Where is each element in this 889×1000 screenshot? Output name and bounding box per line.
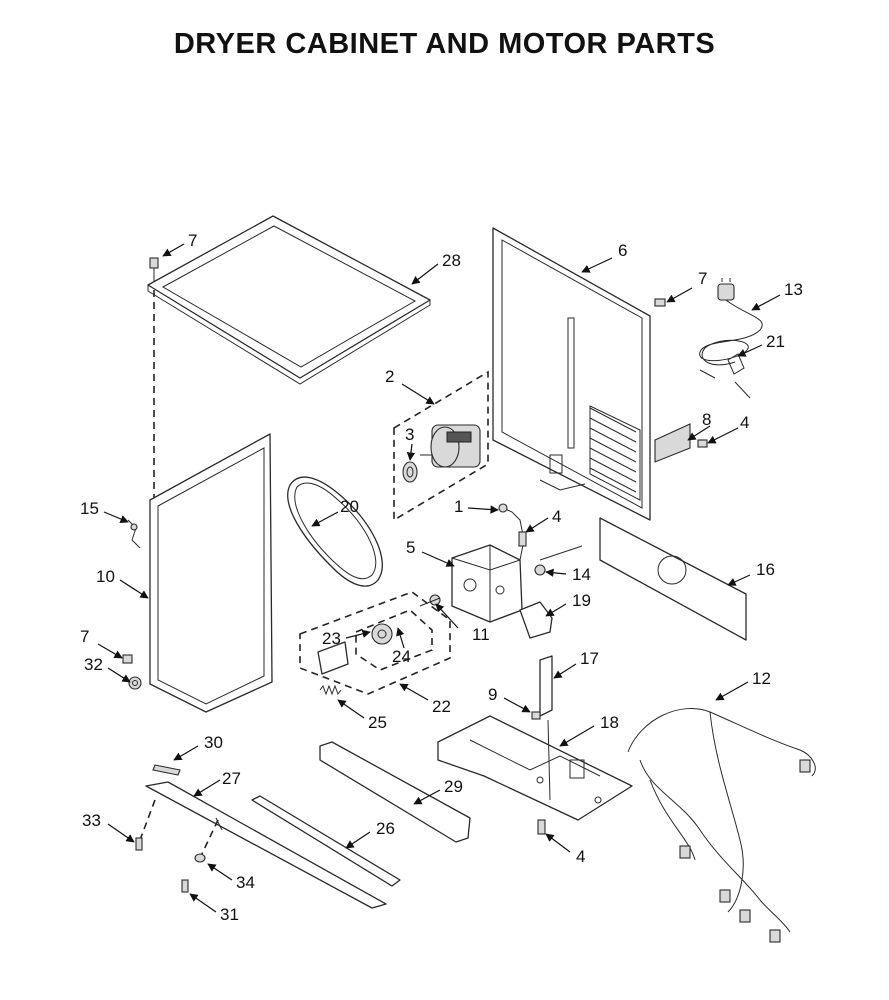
side-clip-part xyxy=(127,519,141,549)
drive-belt-part xyxy=(287,476,383,587)
base-bottom-screw-part xyxy=(537,819,546,835)
callout-2: 2 xyxy=(385,367,394,386)
motor-mount-part xyxy=(451,544,523,623)
callout-22: 22 xyxy=(432,697,451,716)
vent-bracket-part xyxy=(519,601,553,639)
callout-7-side: 7 xyxy=(80,627,89,646)
callout-4-switch: 4 xyxy=(552,507,561,526)
callout-26: 26 xyxy=(376,819,395,838)
page-title: DRYER CABINET AND MOTOR PARTS xyxy=(173,28,716,60)
callout-10: 10 xyxy=(96,567,115,586)
power-cord-part xyxy=(699,278,763,379)
callout-3: 3 xyxy=(405,425,414,444)
callout-12: 12 xyxy=(752,669,771,688)
callout-8: 8 xyxy=(702,410,711,429)
callout-34: 34 xyxy=(236,873,255,892)
callout-32: 32 xyxy=(84,655,103,674)
lower-fasteners-part xyxy=(135,799,219,893)
callout-4-rear: 4 xyxy=(740,413,749,432)
callout-18: 18 xyxy=(600,713,619,732)
vent-louvers xyxy=(589,405,641,501)
callout-25: 25 xyxy=(368,713,387,732)
callout-7-top: 7 xyxy=(188,231,197,250)
motor-pulley-part xyxy=(402,461,418,483)
callout-24: 24 xyxy=(392,647,411,666)
callout-17: 17 xyxy=(580,649,599,668)
callout-labels: 7 28 6 7 13 21 2 3 8 4 1 4 15 20 5 14 16… xyxy=(80,231,803,924)
cord-bracket-part xyxy=(727,353,751,399)
callout-29: 29 xyxy=(444,777,463,796)
base-screw-part xyxy=(531,711,541,720)
callout-31: 31 xyxy=(220,905,239,924)
idler-shaft-bolt-part xyxy=(419,594,441,607)
top-panel-part xyxy=(147,215,431,385)
callout-23: 23 xyxy=(322,629,341,648)
back-cover-part xyxy=(599,517,747,641)
rear-screw-part xyxy=(654,298,666,307)
side-screws-part xyxy=(122,654,142,690)
rear-panel-part xyxy=(492,227,651,521)
toe-panel-part xyxy=(251,795,401,887)
callout-20: 20 xyxy=(340,497,359,516)
callout-19: 19 xyxy=(572,591,591,610)
callout-7-rear: 7 xyxy=(698,269,707,288)
plate-screw-part xyxy=(697,439,708,448)
idler-assembly-part xyxy=(299,591,451,695)
callout-1: 1 xyxy=(454,497,463,516)
callout-14: 14 xyxy=(572,565,591,584)
callout-5: 5 xyxy=(406,538,415,557)
top-screw-part xyxy=(149,257,159,500)
support-bracket-part xyxy=(539,655,553,717)
callout-21: 21 xyxy=(766,332,785,351)
access-plate-part xyxy=(654,423,691,463)
callout-4-base: 4 xyxy=(576,847,585,866)
motor-assembly-part xyxy=(393,370,489,522)
callout-leaders xyxy=(97,243,781,913)
front-rail-part xyxy=(319,741,471,843)
callout-30: 30 xyxy=(204,733,223,752)
side-panel-part xyxy=(149,433,273,713)
callout-15: 15 xyxy=(80,499,99,518)
callout-9: 9 xyxy=(488,685,497,704)
callout-13: 13 xyxy=(784,280,803,299)
front-panel-part xyxy=(145,781,387,909)
wire-harness-part xyxy=(627,708,816,943)
base-plate-part xyxy=(437,715,633,821)
callout-16: 16 xyxy=(756,560,775,579)
callout-6: 6 xyxy=(618,241,627,260)
idler-spring-part xyxy=(319,684,342,696)
callout-28: 28 xyxy=(442,251,461,270)
callout-33: 33 xyxy=(82,811,101,830)
callout-11: 11 xyxy=(472,625,490,644)
callout-27: 27 xyxy=(222,769,241,788)
idler-shaft-part xyxy=(534,545,583,576)
panel-clip-part xyxy=(152,764,181,776)
motor-switch-part xyxy=(498,503,527,561)
